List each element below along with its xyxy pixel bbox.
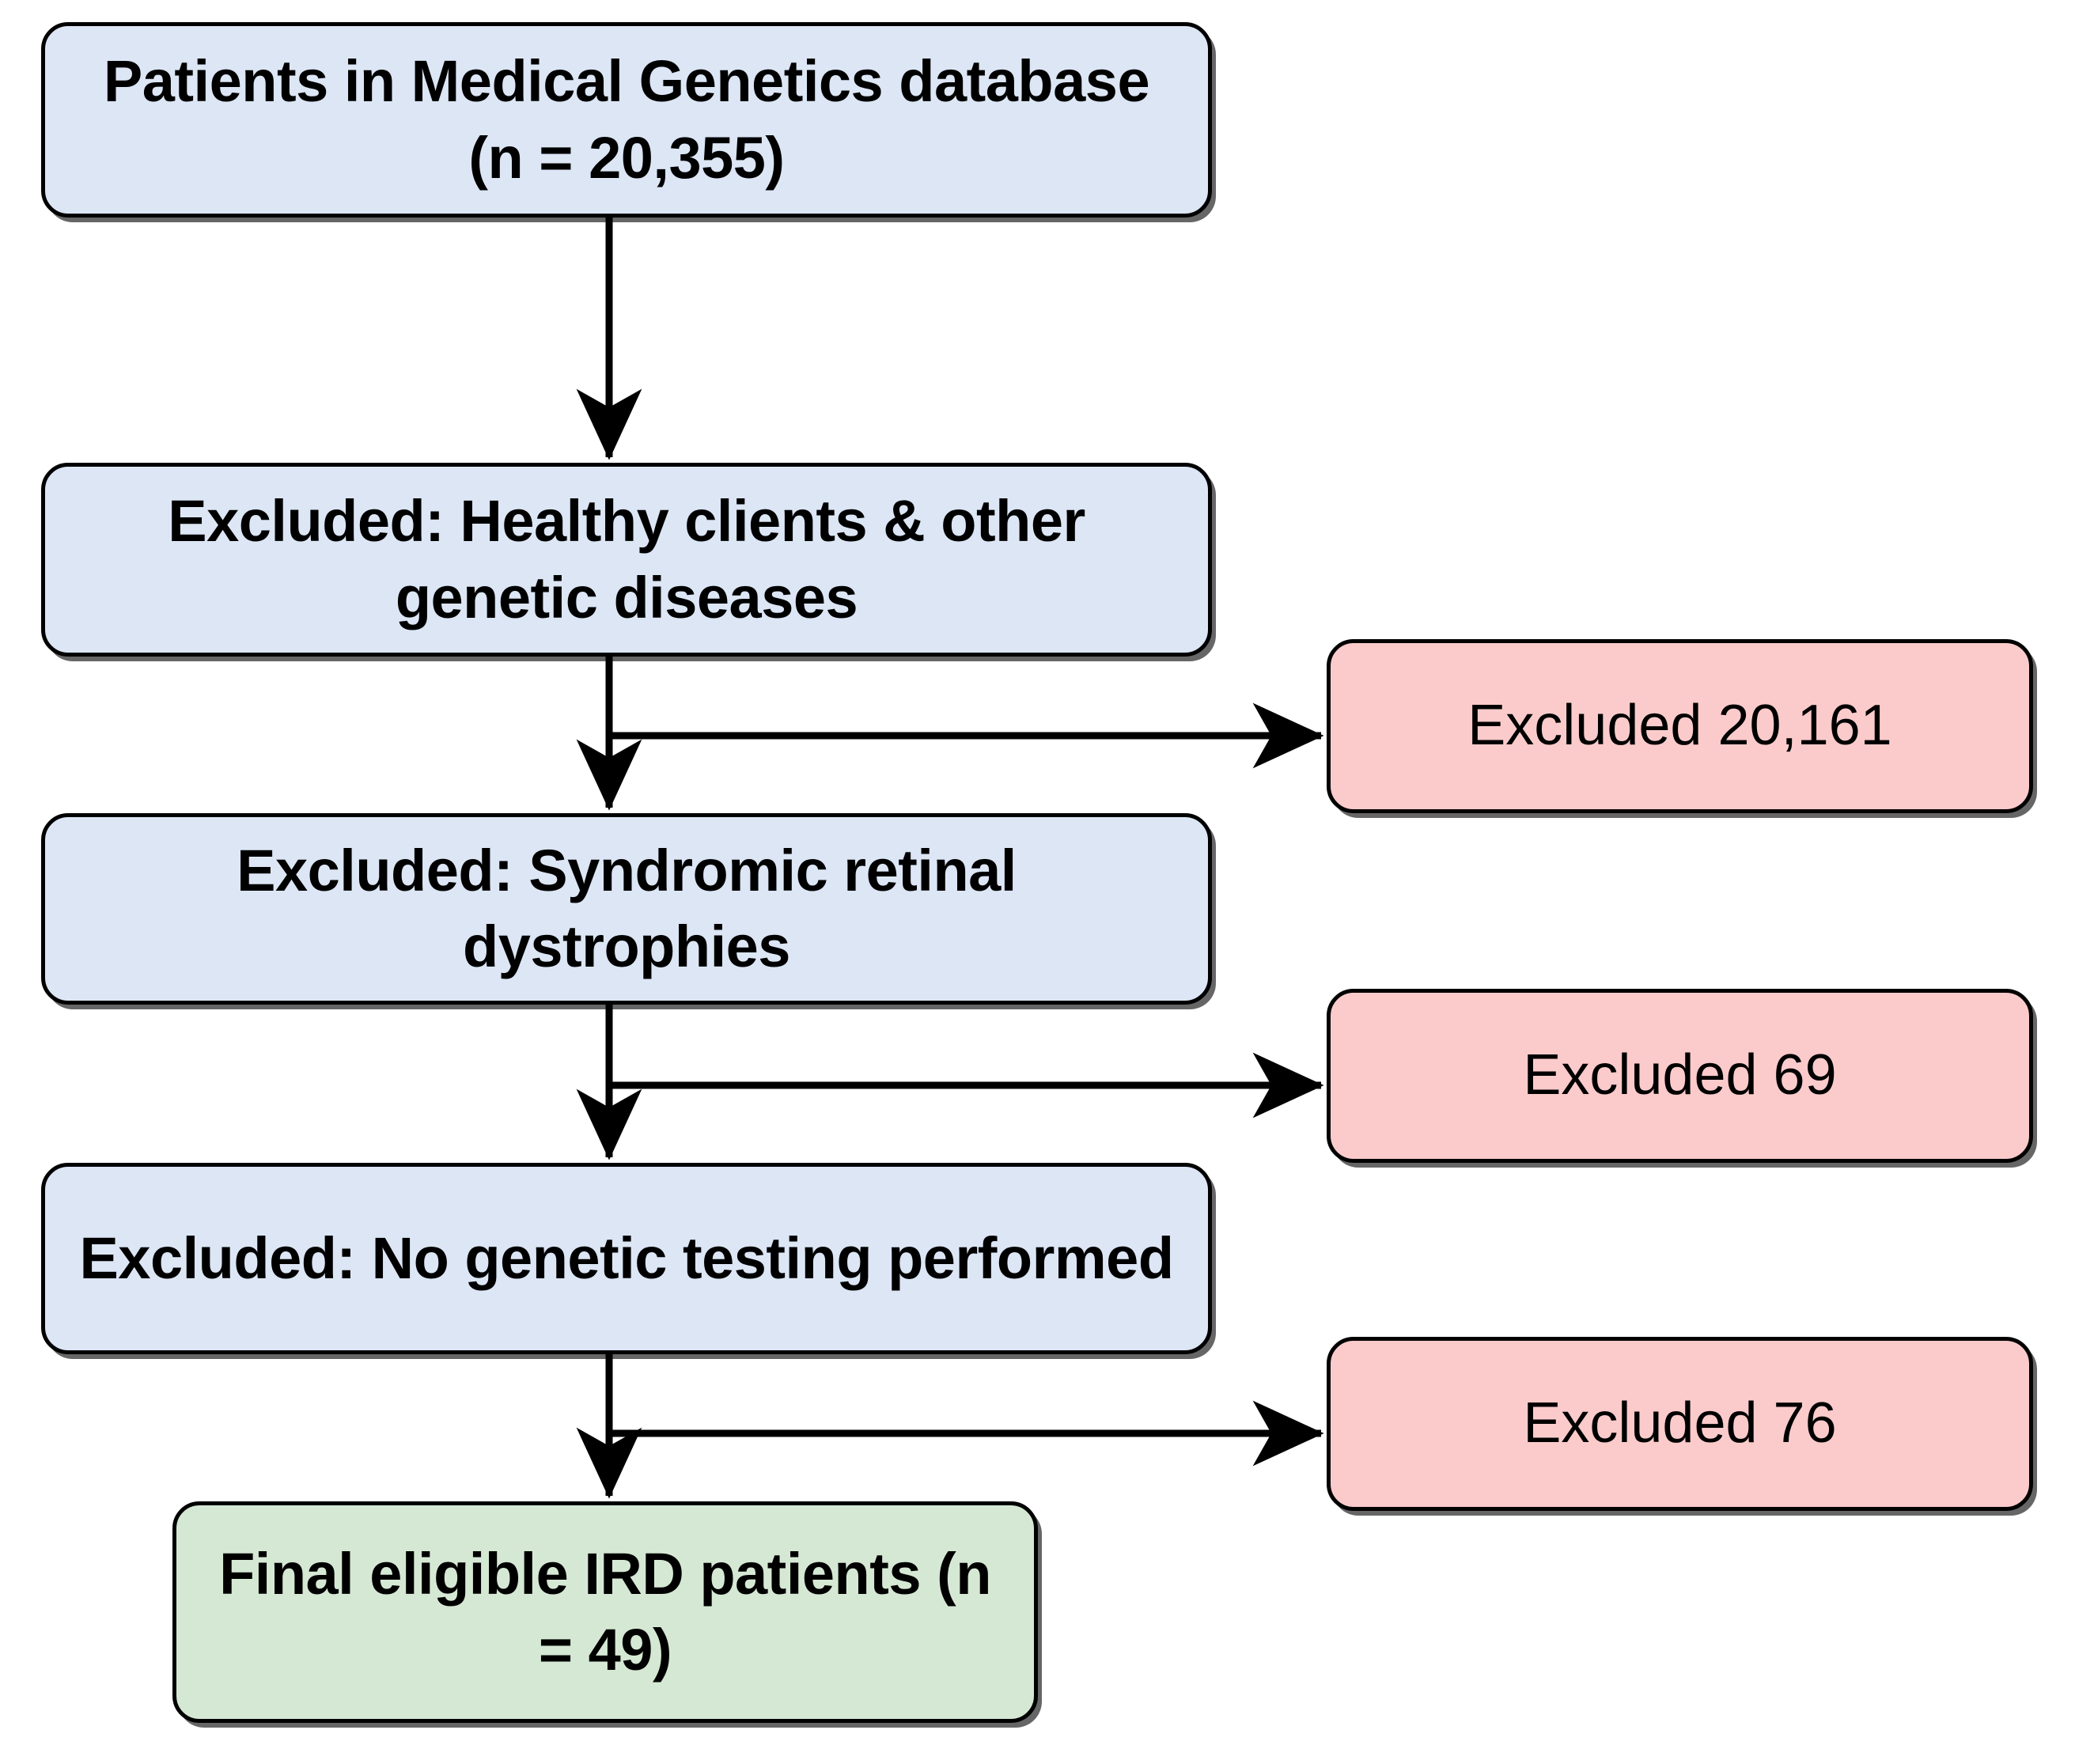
node-patients-in-medical-genetics-database[interactable]: Patients in Medical Genetics database (n… — [41, 22, 1212, 218]
node-label: Excluded 20,161 — [1467, 694, 1892, 758]
node-excluded-count-3[interactable]: Excluded 76 — [1327, 1337, 2033, 1511]
node-excluded-syndromic-retinal-dystrophies[interactable]: Excluded: Syndromic retinal dystrophies — [41, 813, 1212, 1005]
node-excluded-healthy-clients-other-genetic-diseases[interactable]: Excluded: Healthy clients & other geneti… — [41, 463, 1212, 657]
node-label: Excluded: Healthy clients & other geneti… — [168, 488, 1085, 630]
node-final-eligible-ird-patients[interactable]: Final eligible IRD patients (n = 49) — [172, 1501, 1038, 1723]
node-label: Excluded: No genetic testing performed — [79, 1225, 1174, 1291]
node-excluded-count-1[interactable]: Excluded 20,161 — [1327, 639, 2033, 813]
node-excluded-count-2[interactable]: Excluded 69 — [1327, 989, 2033, 1163]
node-label: Excluded 69 — [1523, 1043, 1837, 1107]
node-label: Excluded 76 — [1523, 1391, 1837, 1455]
node-excluded-no-genetic-testing-performed[interactable]: Excluded: No genetic testing performed — [41, 1163, 1212, 1354]
node-label: Final eligible IRD patients (n = 49) — [219, 1540, 991, 1683]
node-label: Excluded: Syndromic retinal dystrophies — [237, 837, 1017, 979]
node-label: Patients in Medical Genetics database (n… — [103, 48, 1150, 191]
